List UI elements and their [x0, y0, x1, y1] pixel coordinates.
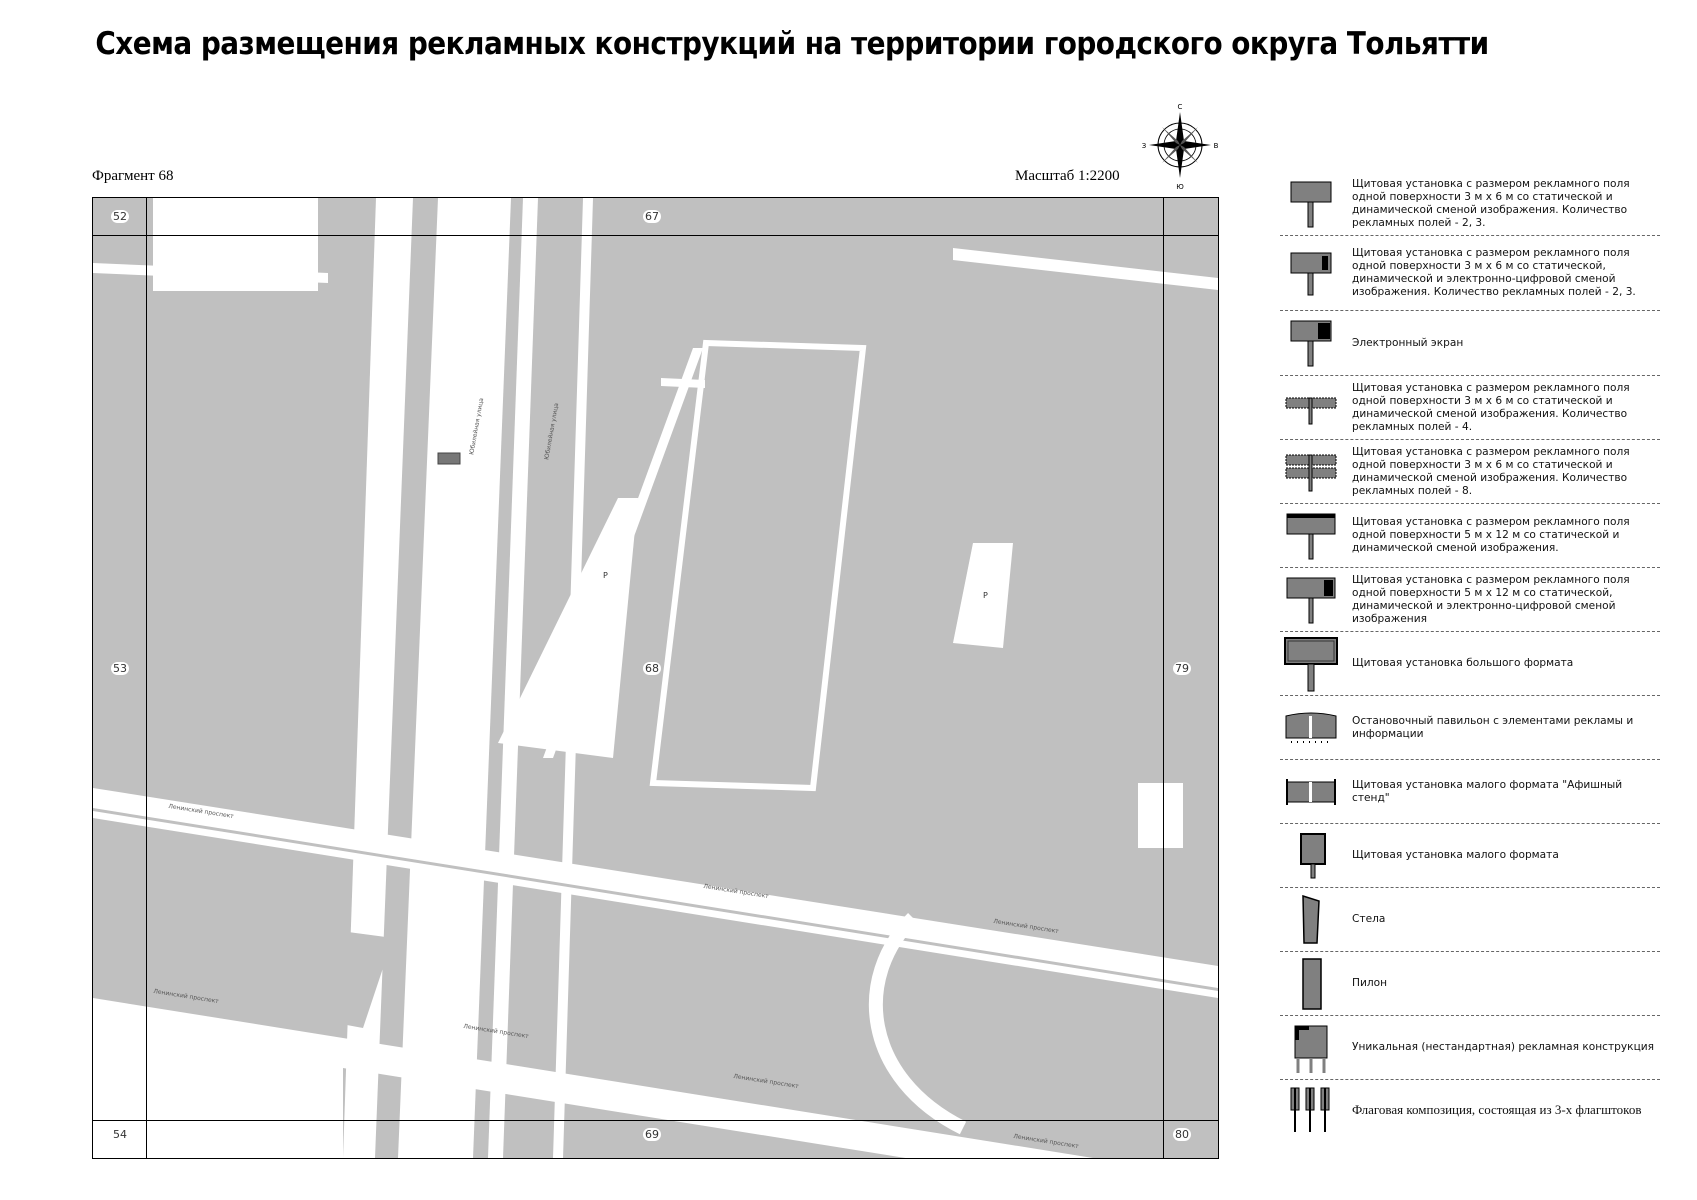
compass-rose-icon: С Ю З В: [1140, 100, 1220, 191]
unique-construction-icon: [1280, 1021, 1342, 1075]
legend-item: Щитовая установка малого формата: [1280, 824, 1660, 888]
legend-item: Щитовая установка малого формата "Афишны…: [1280, 760, 1660, 824]
billboard-3x6-digital-icon: [1280, 248, 1342, 298]
pylon-icon: [1280, 956, 1342, 1012]
grid-line: [93, 1120, 1218, 1121]
grid-line: [1163, 198, 1164, 1158]
cell-number[interactable]: 79: [1173, 662, 1191, 675]
legend-item: Остановочный павильон с элементами рекла…: [1280, 696, 1660, 760]
legend-item: Щитовая установка большого формата: [1280, 632, 1660, 696]
compass-north-label: С: [1178, 103, 1183, 111]
billboard-3x6-eight-fields-icon: [1280, 450, 1342, 494]
cell-number[interactable]: 69: [643, 1128, 661, 1141]
legend-item: Щитовая установка с размером рекламного …: [1280, 440, 1660, 504]
flag-composition-icon: [1280, 1085, 1342, 1135]
legend-item: Щитовая установка с размером рекламного …: [1280, 504, 1660, 568]
billboard-5x12-static-dynamic-icon: [1280, 509, 1342, 563]
billboard-3x6-four-fields-icon: [1280, 388, 1342, 428]
map-canvas: P P: [93, 198, 1218, 1158]
billboard-marker-icon[interactable]: [437, 452, 461, 465]
compass-south-label: Ю: [1176, 183, 1184, 190]
compass-west-label: З: [1142, 142, 1147, 150]
legend-item: Флаговая композиция, состоящая из 3-х фл…: [1280, 1080, 1660, 1140]
cell-number[interactable]: 80: [1173, 1128, 1191, 1141]
svg-text:P: P: [983, 591, 988, 600]
bus-stop-pavilion-icon: [1280, 708, 1342, 748]
poster-stand-icon: [1280, 777, 1342, 807]
page-title: Схема размещения рекламных конструкций н…: [95, 26, 1489, 62]
cell-number[interactable]: 68: [643, 662, 661, 675]
legend-item: Стела: [1280, 888, 1660, 952]
cell-number[interactable]: 53: [111, 662, 129, 675]
stele-icon: [1280, 893, 1342, 947]
legend-item: Уникальная (нестандартная) рекламная кон…: [1280, 1016, 1660, 1080]
billboard-3x6-static-dynamic-icon: [1280, 179, 1342, 229]
electronic-screen-icon: [1280, 318, 1342, 368]
large-format-billboard-icon: [1280, 635, 1342, 693]
scale-label: Масштаб 1:2200: [1015, 168, 1120, 184]
billboard-5x12-digital-icon: [1280, 573, 1342, 627]
legend-item: Щитовая установка с размером рекламного …: [1280, 236, 1660, 311]
map-fragment[interactable]: P P 52 67 53 68 79 54 69 80 Юбилейная ул…: [92, 197, 1219, 1159]
legend-item: Щитовая установка с размером рекламного …: [1280, 568, 1660, 632]
small-format-billboard-icon: [1280, 831, 1342, 881]
legend-item: Щитовая установка с размером рекламного …: [1280, 376, 1660, 440]
compass-east-label: В: [1214, 142, 1219, 150]
legend-item: Щитовая установка с размером рекламного …: [1280, 172, 1660, 236]
grid-line: [146, 198, 147, 1158]
cell-number[interactable]: 54: [111, 1128, 129, 1141]
grid-line: [93, 235, 1218, 236]
legend: Щитовая установка с размером рекламного …: [1280, 172, 1660, 1140]
fragment-label: Фрагмент 68: [92, 168, 174, 184]
legend-item: Пилон: [1280, 952, 1660, 1016]
cell-number[interactable]: 67: [643, 210, 661, 223]
cell-number[interactable]: 52: [111, 210, 129, 223]
parking-label: P: [603, 571, 608, 580]
legend-item: Электронный экран: [1280, 311, 1660, 376]
